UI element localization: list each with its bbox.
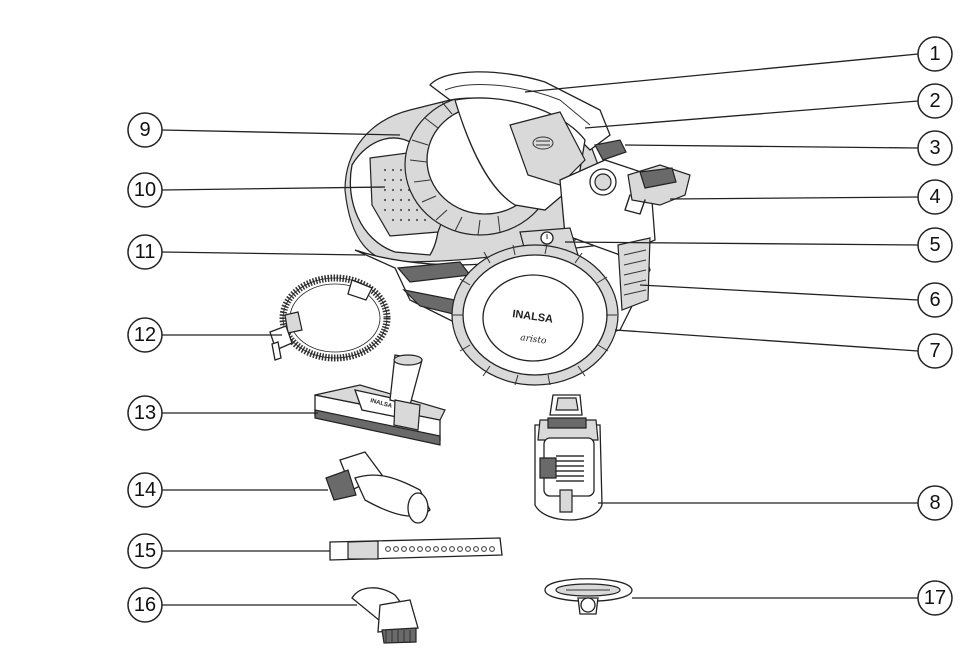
flexible-hose <box>269 274 391 362</box>
callout-12: 12 <box>127 317 163 353</box>
brand-label: INALSA <box>512 308 554 326</box>
callout-number: 11 <box>135 241 156 263</box>
dust-container <box>534 394 603 521</box>
callout-6: 6 <box>917 282 953 318</box>
callout-2: 2 <box>917 83 953 119</box>
callout-number: 17 <box>924 587 946 609</box>
callout-number: 14 <box>134 479 156 501</box>
vacuum-main-unit: INALSA aristo <box>344 71 691 386</box>
callout-8: 8 <box>917 485 953 521</box>
leader-lines <box>161 53 919 606</box>
callout-number: 16 <box>134 594 156 616</box>
combination-tool <box>325 451 431 524</box>
callout-number: 9 <box>139 119 150 141</box>
callout-number: 3 <box>929 137 940 159</box>
callout-15: 15 <box>127 533 163 569</box>
callout-number: 12 <box>134 324 156 346</box>
callout-3: 3 <box>917 130 953 166</box>
dusting-brush <box>351 587 419 644</box>
floor-nozzle: INALSA <box>314 354 446 446</box>
callout-5: 5 <box>917 227 953 263</box>
callout-number: 13 <box>134 402 156 424</box>
callout-7: 7 <box>917 333 953 369</box>
nozzle-brand-label: INALSA <box>369 398 393 410</box>
callout-number: 4 <box>929 186 940 208</box>
callout-number: 1 <box>929 43 940 65</box>
callout-17: 17 <box>917 580 953 616</box>
callout-number: 8 <box>929 492 940 514</box>
callout-16: 16 <box>127 587 163 623</box>
callout-9: 9 <box>127 112 163 148</box>
callout-10: 10 <box>127 172 163 208</box>
callout-number: 2 <box>929 90 940 112</box>
callout-number: 7 <box>929 340 940 362</box>
extension-wand <box>329 537 503 561</box>
callout-11: 11 <box>127 234 163 270</box>
model-label: aristo <box>520 333 548 347</box>
callout-number: 6 <box>929 289 940 311</box>
callout-number: 15 <box>134 540 156 562</box>
upholstery-nozzle <box>544 578 633 615</box>
callout-13: 13 <box>127 395 163 431</box>
callout-number: 5 <box>929 234 940 256</box>
callout-4: 4 <box>917 179 953 215</box>
callout-number: 10 <box>134 179 156 201</box>
callout-14: 14 <box>127 472 163 508</box>
callout-1: 1 <box>917 36 953 72</box>
